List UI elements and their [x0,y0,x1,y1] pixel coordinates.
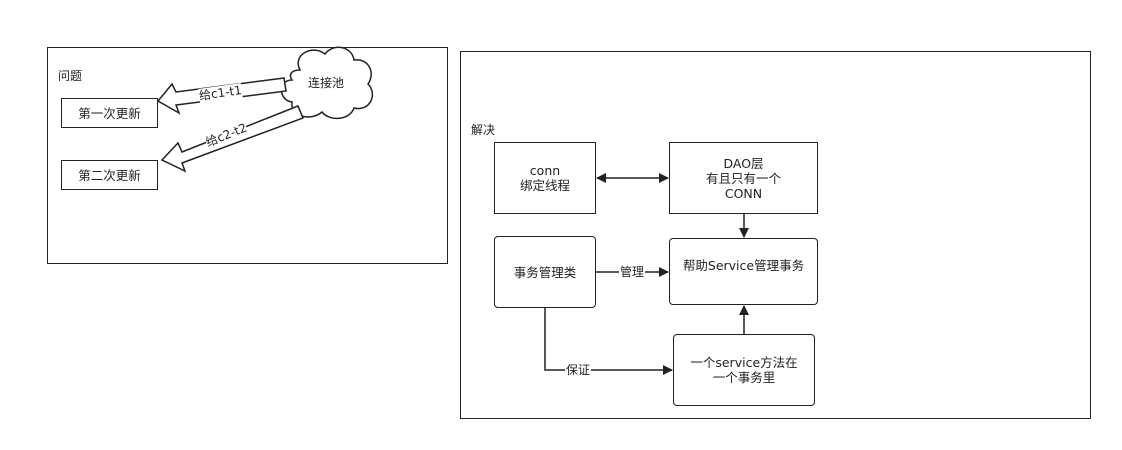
conn-box-line-1: conn [529,163,561,178]
first-update-label: 第一次更新 [78,105,141,121]
solution-title: 解决 [471,123,496,137]
guarantee-label: 保证 [565,363,592,378]
solution-panel [460,51,1091,419]
manage-label: 管理 [619,265,646,280]
problem-title: 问题 [58,69,83,83]
dao-box-line-3: CONN [724,185,763,201]
tx-manager-box: 事务管理类 [494,236,596,308]
problem-panel [47,47,448,264]
service-box: 一个service方法在 一个事务里 [673,334,815,406]
conn-box: conn 绑定线程 [494,142,596,214]
helper-box: 帮助Service管理事务 [669,238,818,305]
second-update-label: 第二次更新 [78,167,141,183]
conn-box-line-2: 绑定线程 [519,178,570,193]
connection-pool-label: 连接池 [308,76,345,90]
dao-box: DAO层 有且只有一个 CONN [669,142,818,214]
dao-box-line-1: DAO层 [723,155,764,171]
tx-manager-label: 事务管理类 [513,264,577,280]
first-update-box: 第一次更新 [61,98,158,128]
dao-box-line-2: 有且只有一个 [705,170,781,186]
guarantee-connector [544,307,673,375]
helper-label: 帮助Service管理事务 [682,258,805,273]
second-update-box: 第二次更新 [61,160,158,190]
service-box-line-1: 一个service方法在 [690,355,798,370]
service-box-line-2: 一个事务里 [712,370,776,385]
